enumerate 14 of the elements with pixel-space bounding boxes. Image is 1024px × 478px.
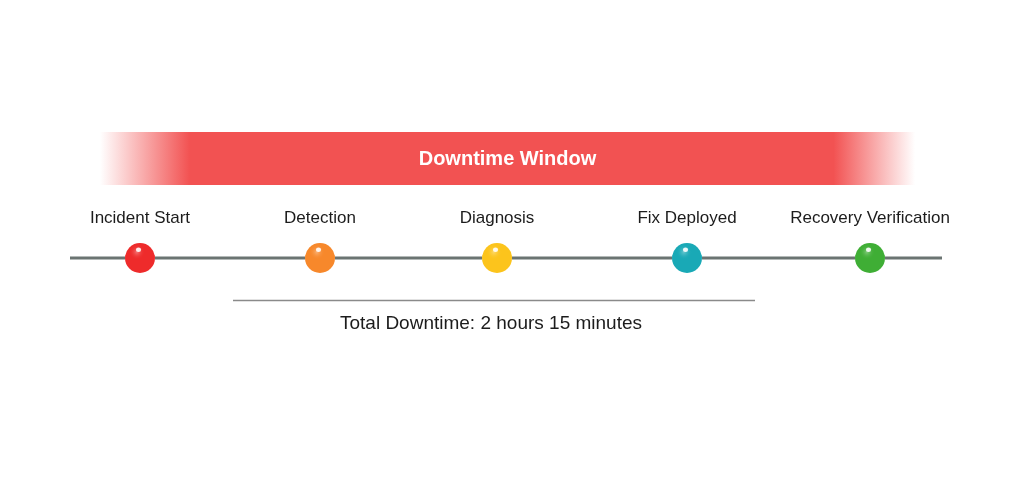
milestone-label: Fix Deployed	[637, 208, 737, 228]
band-title: Downtime Window	[418, 147, 597, 170]
milestone-label: Incident Start	[89, 208, 191, 228]
timeline-line	[702, 256, 855, 260]
downtime-band	[100, 132, 915, 185]
timeline-line	[335, 256, 482, 260]
timeline-line	[70, 256, 125, 260]
milestone-label: Diagnosis	[459, 208, 535, 228]
timeline-line	[885, 256, 942, 260]
total-downtime-note: Total Downtime: 2 hours 15 minutes	[339, 312, 642, 334]
timeline-line	[512, 256, 672, 260]
timeline-line	[155, 256, 305, 260]
milestone-label: Detection	[284, 208, 356, 228]
milestone-label: Recovery Verification	[790, 208, 950, 228]
